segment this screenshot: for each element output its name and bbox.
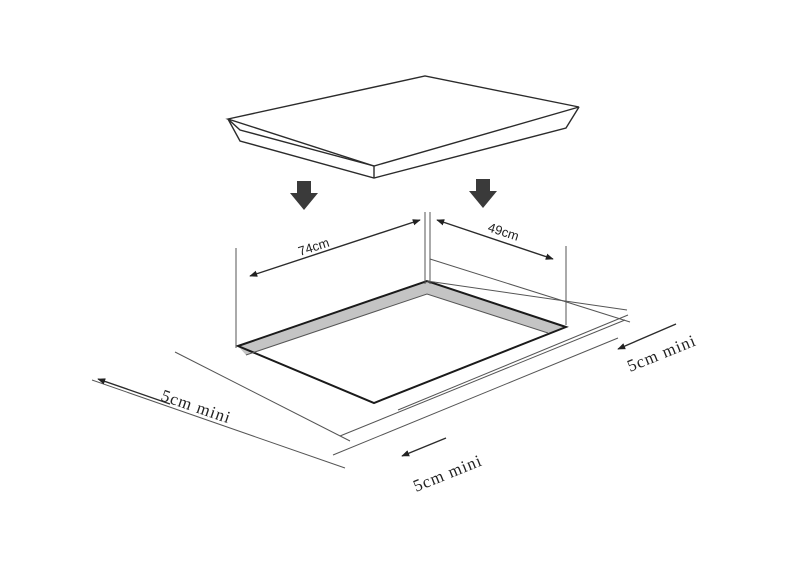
dimension-depth: 49cm xyxy=(436,219,554,260)
clearance-left-label: 5cm mini xyxy=(159,386,234,428)
dimension-clearance-right: 5cm mini xyxy=(617,323,699,376)
hob-cooktop xyxy=(225,75,580,179)
clearance-right-label: 5cm mini xyxy=(624,331,699,376)
dimension-clearance-front: 5cm mini xyxy=(401,437,485,496)
dimension-width: 74cm xyxy=(249,219,421,277)
down-arrow-left-icon xyxy=(290,181,318,210)
offset-lines xyxy=(91,258,631,469)
clearance-front-label: 5cm mini xyxy=(410,451,485,496)
dimension-clearance-left: 5cm mini xyxy=(97,378,234,428)
worktop-cutout xyxy=(235,279,569,405)
down-arrow-right-icon xyxy=(469,179,497,208)
extension-lines xyxy=(235,212,567,348)
depth-label: 49cm xyxy=(486,220,521,244)
